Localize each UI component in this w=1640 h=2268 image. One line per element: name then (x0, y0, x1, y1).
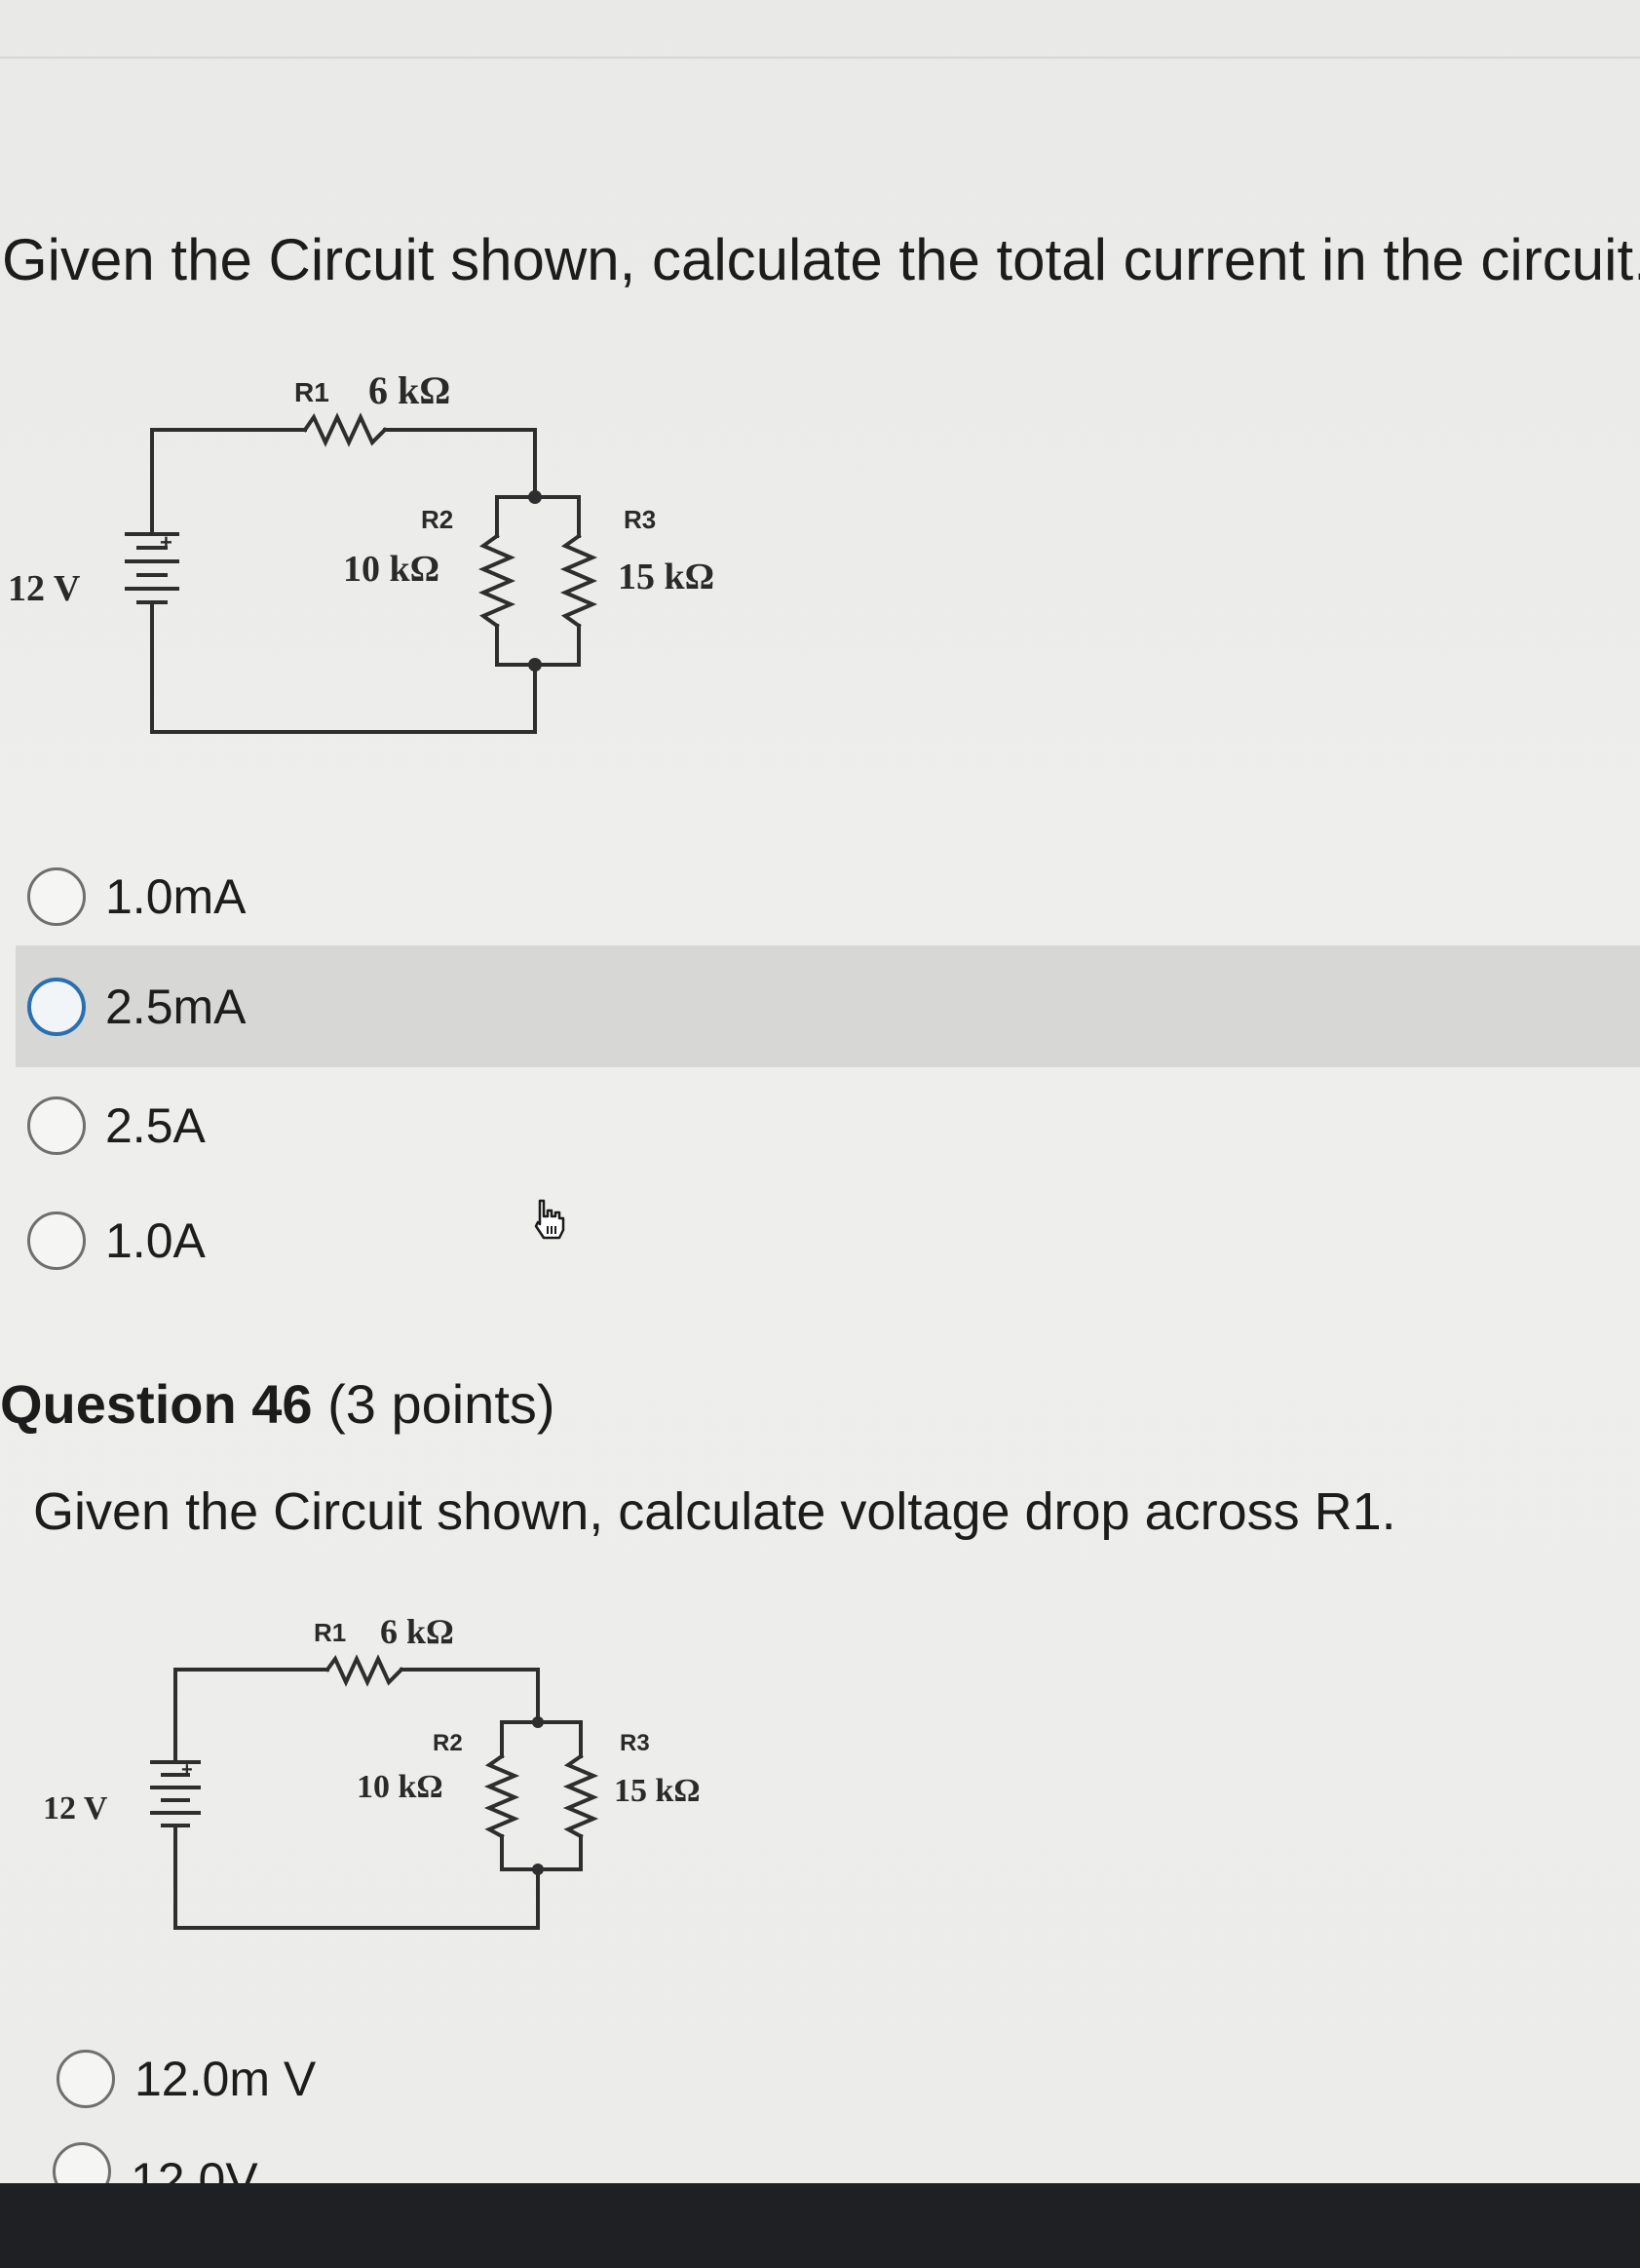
r1-name-label: R1 (314, 1618, 346, 1647)
r2-resistor-symbol (483, 1753, 520, 1839)
r1-value-label: 6 kΩ (380, 1612, 454, 1651)
question-45-text: Given the Circuit shown, calculate the t… (2, 227, 1640, 292)
battery-plus-label: + (160, 530, 172, 555)
r3-name-label: R3 (620, 1730, 650, 1756)
q46-option-1[interactable]: 12.0m V (45, 2025, 1640, 2133)
option-label: 1.0mA (105, 869, 247, 924)
source-voltage-label: 12 V (8, 568, 81, 609)
r2-value-label: 10 kΩ (343, 549, 439, 590)
hand-pointer-icon (534, 1199, 565, 1240)
q46-option-2[interactable]: 12.0V (53, 2136, 258, 2185)
q45-option-2[interactable]: 2.5mA (16, 945, 1640, 1067)
q45-option-4[interactable]: 1.0A (16, 1187, 1640, 1294)
radio-button[interactable] (27, 1211, 86, 1270)
r2-resistor-symbol (477, 533, 516, 629)
option-label: 12.0m V (134, 2052, 317, 2106)
top-divider (0, 57, 1640, 58)
radio-button[interactable] (27, 867, 86, 926)
q45-option-1[interactable]: 1.0mA (16, 843, 1640, 950)
r1-value-label: 6 kΩ (368, 368, 450, 412)
radio-button[interactable] (53, 2142, 111, 2185)
question-number: Question 46 (0, 1373, 313, 1435)
battery-symbol (125, 532, 179, 604)
r2-name-label: R2 (421, 505, 453, 534)
circuit-diagram-1: + 12 V R1 6 kΩ R2 10 kΩ R3 15 kΩ (8, 368, 714, 734)
bottom-dark-bar (0, 2183, 1640, 2268)
radio-button[interactable] (27, 977, 86, 1036)
radio-button[interactable] (27, 1096, 86, 1155)
r1-resistor-symbol (302, 412, 388, 447)
r3-value-label: 15 kΩ (618, 557, 714, 597)
r3-name-label: R3 (624, 505, 656, 534)
r3-resistor-symbol (559, 533, 598, 629)
r2-value-label: 10 kΩ (357, 1769, 443, 1805)
battery-plus-label: + (181, 1759, 193, 1781)
question-46-text: Given the Circuit shown, calculate volta… (33, 1482, 1396, 1541)
r3-value-label: 15 kΩ (614, 1773, 701, 1809)
r1-name-label: R1 (294, 377, 329, 407)
option-label: 2.5mA (105, 979, 247, 1034)
option-label: 2.5A (105, 1098, 206, 1153)
question-46-heading: Question 46 (3 points) (0, 1372, 555, 1436)
option-label: 12.0V (131, 2153, 258, 2185)
circuit-diagram-2: + 12 V R1 6 kΩ R2 10 kΩ R3 15 kΩ (43, 1612, 701, 1930)
r2-name-label: R2 (433, 1730, 463, 1756)
source-voltage-label: 12 V (43, 1790, 108, 1826)
radio-button[interactable] (57, 2050, 115, 2108)
battery-symbol (150, 1760, 201, 1827)
q45-option-3[interactable]: 2.5A (16, 1072, 1640, 1179)
r1-resistor-symbol (324, 1654, 404, 1687)
r3-resistor-symbol (562, 1753, 599, 1839)
option-label: 1.0A (105, 1213, 206, 1268)
question-points: (3 points) (327, 1373, 555, 1435)
